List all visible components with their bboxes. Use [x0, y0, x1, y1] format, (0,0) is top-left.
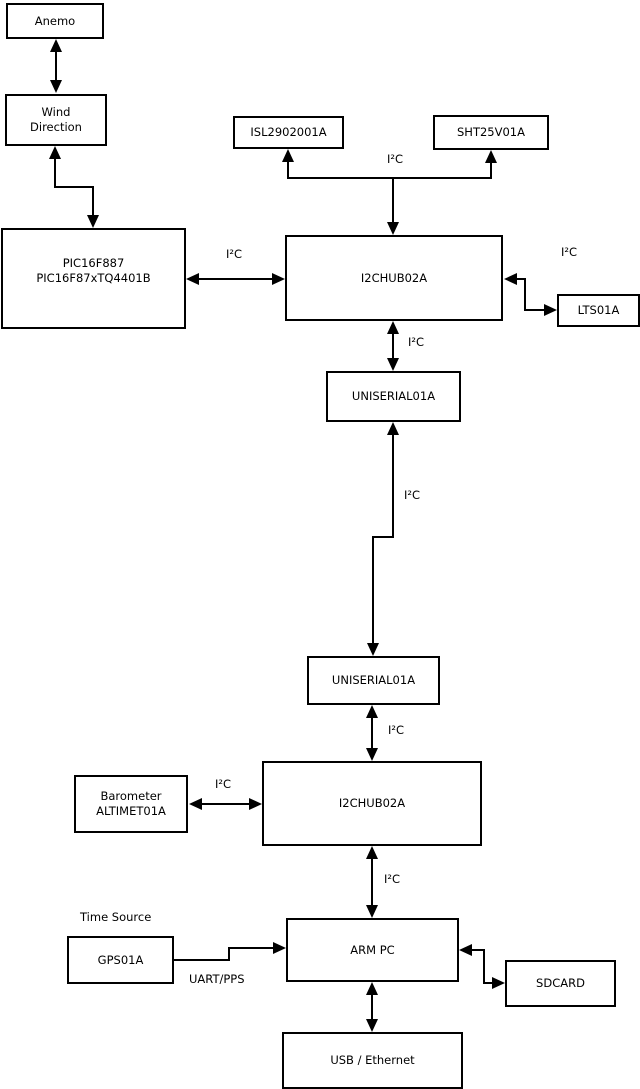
node-barometer-altimet01a: Barometer ALTIMET01A — [74, 775, 188, 833]
connector-gps-armpc-arrowhead-right — [273, 942, 286, 954]
connector-hub2-armpc-arrowhead-up — [366, 846, 378, 859]
node-uniserial01a-lower-label: UNISERIAL01A — [331, 673, 416, 688]
node-anemo-label: Anemo — [34, 13, 76, 28]
label-time-source: Time Source — [80, 910, 152, 924]
connector-hub1-sensors-line-h — [287, 177, 492, 179]
node-isl2902001a: ISL2902001A — [233, 116, 344, 149]
connector-hub1-isl-line-v — [287, 160, 289, 179]
node-sdcard-label: SDCARD — [536, 976, 585, 991]
label-i2c-hub2-armpc: I²C — [384, 872, 401, 886]
connector-uniserial2-hub2-arrowhead-up — [366, 705, 378, 718]
connector-uniserial-link-line-h — [372, 536, 393, 538]
connector-pic-hub1-arrowhead-left — [186, 273, 199, 285]
connector-barometer-hub2-line — [200, 803, 251, 805]
connector-uniserial2-hub2-line — [371, 716, 373, 751]
connector-hub1-lts-line-v — [524, 278, 526, 311]
connector-pic-hub1-line — [197, 278, 274, 280]
connector-wind-pic-line-v1 — [54, 157, 56, 188]
connector-hub1-uniserial1-arrowhead-up — [387, 321, 399, 334]
node-i2chub02a-lower: I2CHUB02A — [262, 761, 482, 846]
node-gps01a-label: GPS01A — [97, 952, 144, 967]
node-usb-ethernet: USB / Ethernet — [282, 1032, 463, 1089]
node-i2chub02a-lower-label: I2CHUB02A — [338, 796, 406, 811]
connector-armpc-usb-line — [371, 993, 373, 1022]
node-sdcard: SDCARD — [505, 960, 616, 1007]
label-i2c-uniserial2-hub2: I²C — [388, 723, 405, 737]
connector-armpc-sdcard-line-h2 — [483, 982, 494, 984]
connector-armpc-sdcard-line-v — [483, 949, 485, 984]
label-i2c-top: I²C — [387, 152, 404, 166]
connector-hub2-armpc-line — [371, 857, 373, 908]
connector-uniserial-link-line-v1 — [392, 433, 394, 538]
node-i2chub02a-upper: I2CHUB02A — [285, 235, 503, 321]
connector-armpc-sdcard-arrowhead-left — [459, 944, 472, 956]
connector-wind-pic-line-h — [54, 186, 94, 188]
connector-barometer-hub2-arrowhead-right — [249, 798, 262, 810]
connector-hub1-sht-arrowhead-up — [485, 150, 497, 163]
connector-hub1-sht-line-v — [490, 161, 492, 179]
label-i2c-pic-hub1: I²C — [226, 247, 243, 261]
connector-barometer-hub2-arrowhead-left — [189, 798, 202, 810]
connector-hub1-uniserial1-line — [392, 332, 394, 361]
connector-hub2-armpc-arrowhead-down — [366, 905, 378, 918]
node-usb-ethernet-label: USB / Ethernet — [330, 1053, 415, 1068]
label-uart-pps: UART/PPS — [189, 972, 245, 986]
label-i2c-hub1-uniserial1: I²C — [408, 335, 425, 349]
node-pic16f887: PIC16F887 PIC16F87xTQ4401B — [1, 228, 186, 329]
node-arm-pc: ARM PC — [286, 918, 459, 982]
connector-hub1-uniserial1-arrowhead-down — [387, 358, 399, 371]
node-arm-pc-label: ARM PC — [350, 942, 395, 957]
connector-armpc-sdcard-line-h1 — [470, 949, 485, 951]
connector-armpc-usb-arrowhead-down — [366, 1019, 378, 1032]
connector-anemo-wind-arrowhead-down — [50, 80, 62, 93]
node-lts01a-label: LTS01A — [577, 303, 620, 318]
connector-uniserial-link-arrowhead-up — [387, 422, 399, 435]
connector-wind-pic-arrowhead-down — [87, 215, 99, 228]
node-sht25v01a: SHT25V01A — [433, 115, 549, 150]
connector-gps-armpc-line-h2 — [228, 947, 275, 949]
connector-hub1-lts-line-h2 — [524, 309, 546, 311]
node-uniserial01a-upper-label: UNISERIAL01A — [351, 389, 436, 404]
node-wind-direction-label: Wind Direction — [30, 105, 82, 134]
connector-uniserial2-hub2-arrowhead-down — [366, 748, 378, 761]
node-gps01a: GPS01A — [67, 936, 174, 984]
connector-wind-pic-line-v2 — [92, 186, 94, 217]
label-i2c-barometer-hub2: I²C — [215, 777, 232, 791]
node-uniserial01a-upper: UNISERIAL01A — [326, 371, 461, 422]
node-anemo: Anemo — [6, 3, 104, 39]
node-pic16f887-label: PIC16F887 PIC16F87xTQ4401B — [36, 255, 151, 285]
connector-hub1-lts-arrowhead-right — [544, 304, 557, 316]
connector-uniserial-link-arrowhead-down — [367, 643, 379, 656]
connector-gps-armpc-line-h1 — [172, 959, 230, 961]
node-uniserial01a-lower: UNISERIAL01A — [307, 656, 440, 705]
node-i2chub02a-upper-label: I2CHUB02A — [360, 270, 428, 285]
node-lts01a: LTS01A — [557, 294, 640, 327]
connector-hub1-lts-arrowhead-left — [504, 273, 517, 285]
connector-anemo-wind-arrowhead-up — [50, 39, 62, 52]
connector-wind-pic-arrowhead-up — [49, 146, 61, 159]
label-i2c-hub1-lts: I²C — [561, 245, 578, 259]
connector-pic-hub1-arrowhead-right — [272, 273, 285, 285]
connector-gps-armpc-line-v — [228, 947, 230, 960]
connector-armpc-usb-arrowhead-up — [366, 982, 378, 995]
connector-armpc-sdcard-arrowhead-right — [492, 977, 505, 989]
connector-hub1-sensors-line-mid — [392, 177, 394, 224]
connector-uniserial-link-line-v2 — [372, 536, 374, 646]
connector-anemo-wind-line — [55, 50, 57, 83]
connector-hub1-lts-line-h1 — [515, 278, 526, 280]
label-i2c-uniserial-link: I²C — [404, 488, 421, 502]
connector-hub1-sensors-arrowhead-down — [387, 222, 399, 235]
node-barometer-altimet01a-label: Barometer ALTIMET01A — [96, 789, 166, 818]
node-sht25v01a-label: SHT25V01A — [457, 125, 525, 140]
connector-hub1-isl-arrowhead-up — [282, 149, 294, 162]
node-isl2902001a-label: ISL2902001A — [250, 125, 327, 140]
node-wind-direction: Wind Direction — [5, 94, 107, 146]
